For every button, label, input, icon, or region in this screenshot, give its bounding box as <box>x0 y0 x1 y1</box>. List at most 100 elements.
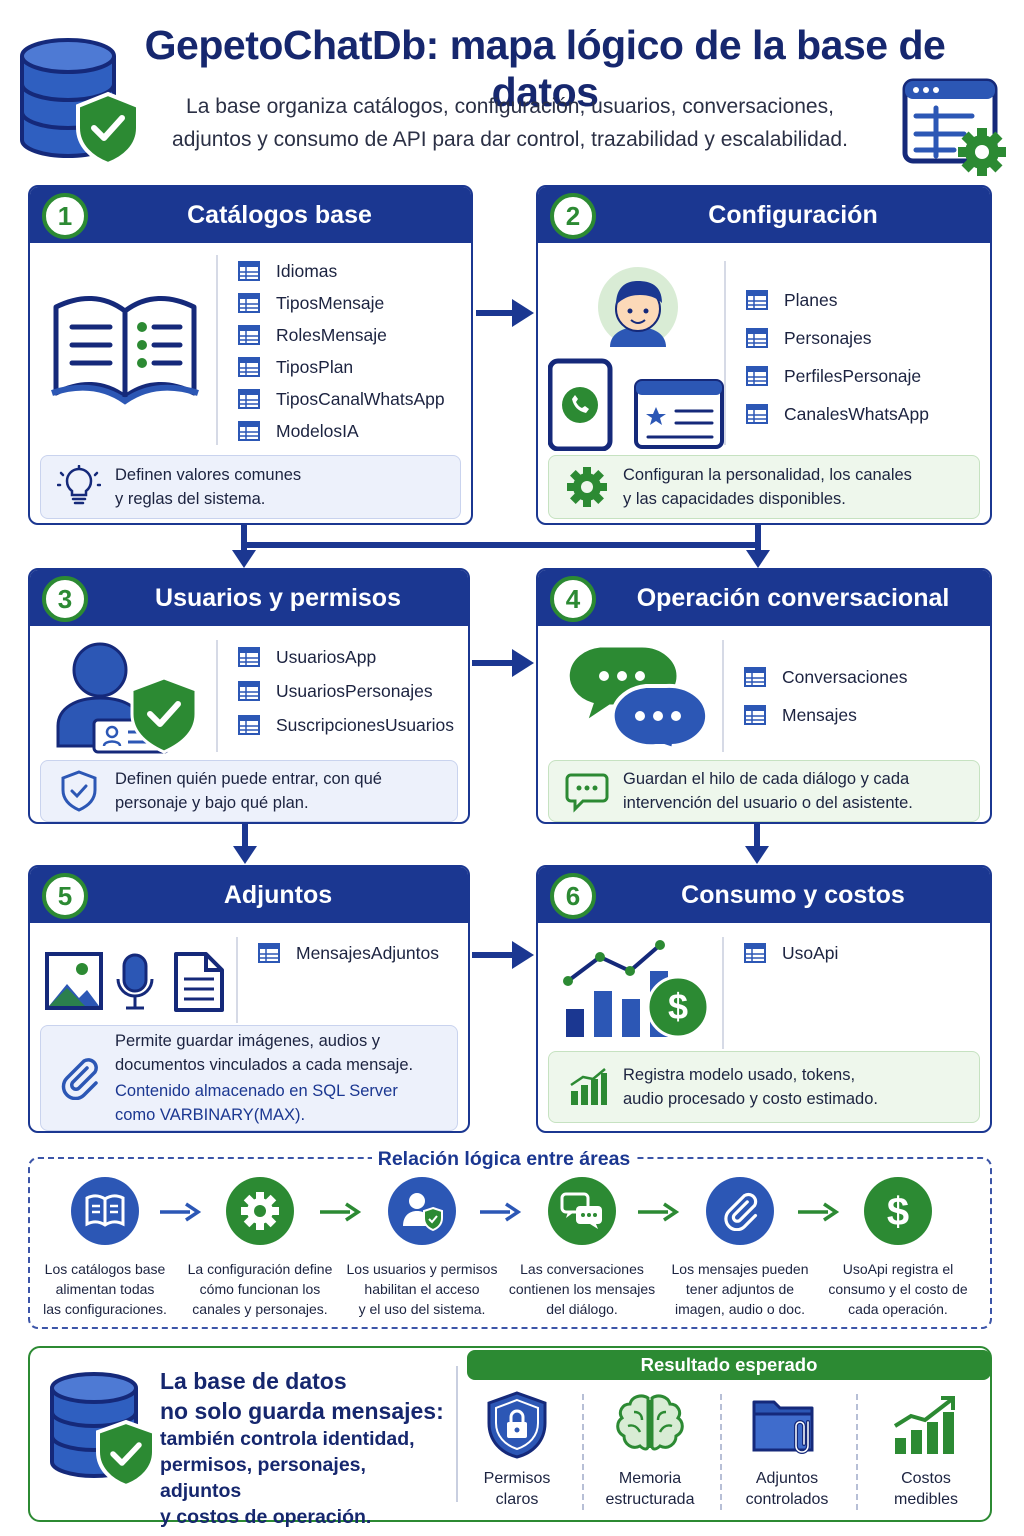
summary-text-line: y costos de operación. <box>160 1506 372 1528</box>
table-name: PerfilesPersonaje <box>784 365 922 386</box>
paperclip-icon <box>706 1177 774 1245</box>
table-icon <box>746 290 768 310</box>
section-usuarios: 3 Usuarios y permisos UsuariosApp Usuari… <box>28 568 470 824</box>
section-header: 3 Usuarios y permisos <box>30 570 468 626</box>
table-item: TiposPlan <box>238 351 445 383</box>
table-list: MensajesAdjuntos <box>236 937 439 1023</box>
chart-dollar-icon: $ <box>563 940 710 1039</box>
section-number: 3 <box>42 576 88 622</box>
table-name: UsuariosPersonajes <box>276 680 433 701</box>
section-operacion: 4 Operación conversacional Conversacione… <box>536 568 992 824</box>
note-line: audio procesado y costo estimado. <box>623 1090 878 1108</box>
table-icon <box>238 421 260 441</box>
table-list: Conversaciones Mensajes <box>722 640 907 752</box>
flow-step: La configuración define cómo funcionan lo… <box>180 1177 340 1319</box>
section-title: Usuarios y permisos <box>155 584 401 612</box>
table-item: UsoApi <box>744 937 838 969</box>
result-label: Costos <box>901 1470 951 1487</box>
section-title: Consumo y costos <box>681 881 905 909</box>
table-name: TiposMensaje <box>276 292 385 313</box>
section-header: 6 Consumo y costos <box>538 867 990 923</box>
paperclip-icon <box>61 1058 98 1100</box>
section-note: Permite guardar imágenes, audios y docume… <box>40 1025 458 1131</box>
section-number: 6 <box>550 873 596 919</box>
note-line: Permite guardar imágenes, audios y <box>115 1032 381 1050</box>
result-label: claros <box>495 1491 539 1508</box>
lock-shield-icon <box>452 1390 582 1460</box>
note-line: Guardan el hilo de cada diálogo y cada <box>623 770 910 788</box>
flow-step: Los mensajes pueden tener adjuntos de imag… <box>660 1177 820 1319</box>
svg-text:$: $ <box>668 986 688 1027</box>
table-icon <box>744 943 766 963</box>
flow-text-line: alimentan todas <box>55 1281 155 1297</box>
flow-text-line: La configuración define <box>187 1261 333 1277</box>
section-catalogos: 1 Catálogos base Idiomas TiposMensaje Ro… <box>28 185 473 525</box>
flow-text-line: y el uso del sistema. <box>358 1301 486 1317</box>
table-icon <box>746 404 768 424</box>
note-line: documentos vinculados a cada mensaje. <box>115 1056 414 1074</box>
flow-text-line: Los catálogos base <box>44 1261 166 1277</box>
table-icon <box>238 357 260 377</box>
table-name: Planes <box>784 289 838 310</box>
avatar-phone-profile-icon <box>548 267 724 451</box>
relation-title: Relación lógica entre áreas <box>372 1142 636 1176</box>
flow-text-line: Los mensajes pueden <box>671 1261 809 1277</box>
folder-paperclip-icon <box>722 1390 852 1460</box>
summary-heading-line: La base de datos <box>160 1368 347 1394</box>
table-list: Planes Personajes PerfilesPersonaje Cana… <box>724 261 929 445</box>
gear-icon <box>226 1177 294 1245</box>
note-line: personaje y bajo qué plan. <box>115 794 309 812</box>
section-number: 2 <box>550 193 596 239</box>
section-note: Registra modelo usado, tokens, audio proc… <box>548 1051 980 1123</box>
flow-text-line: contienen los mensajes <box>508 1281 656 1297</box>
table-list: Idiomas TiposMensaje RolesMensaje TiposP… <box>216 255 445 445</box>
arrow-right-icon <box>320 1202 362 1222</box>
result-divider <box>720 1394 722 1510</box>
flow-text-line: imagen, audio o doc. <box>675 1301 805 1317</box>
shield-check-icon <box>61 770 97 812</box>
table-item: Conversaciones <box>744 658 907 696</box>
flow-text-line: cada operación. <box>848 1301 948 1317</box>
section-number: 5 <box>42 873 88 919</box>
section-consumo: 6 Consumo y costos $ UsoApi Registra mod… <box>536 865 992 1133</box>
section-title: Operación conversacional <box>636 584 950 612</box>
table-icon <box>746 328 768 348</box>
table-name: MensajesAdjuntos <box>296 942 439 963</box>
section-header: 1 Catálogos base <box>30 187 471 243</box>
table-name: Mensajes <box>782 704 857 725</box>
flow-text-line: tener adjuntos de <box>685 1281 795 1297</box>
table-icon <box>238 681 260 701</box>
table-name: UsoApi <box>782 942 839 963</box>
brain-icon <box>585 1390 715 1460</box>
database-shield-icon <box>50 1372 156 1489</box>
table-item: UsuariosPersonajes <box>238 674 454 708</box>
summary-text: también controla identidad,permisos, per… <box>160 1426 450 1530</box>
flow-text-line: Las conversaciones <box>520 1261 644 1277</box>
section-title: Configuración <box>708 201 878 229</box>
flow-text-line: del diálogo. <box>546 1301 618 1317</box>
page-subtitle: La base organiza catálogos, configuració… <box>150 90 870 156</box>
dollar-icon: $ <box>864 1177 932 1245</box>
table-item: UsuariosApp <box>238 640 454 674</box>
arrow-right-icon <box>638 1202 680 1222</box>
table-icon <box>744 705 766 725</box>
note-line-accent: Contenido almacenado en SQL Server <box>115 1082 398 1100</box>
table-icon <box>238 325 260 345</box>
summary-text-line: permisos, personajes, adjuntos <box>160 1454 366 1502</box>
flow-step: Las conversaciones contienen los mensajes… <box>502 1177 662 1319</box>
note-line: Registra modelo usado, tokens, <box>623 1066 856 1084</box>
user-id-shield-icon <box>56 642 198 754</box>
table-item: TiposCanalWhatsApp <box>238 383 445 415</box>
open-book-icon <box>51 295 199 405</box>
summary-box <box>28 1346 992 1522</box>
bar-chart-icon <box>570 1068 607 1105</box>
table-name: UsuariosApp <box>276 646 377 667</box>
result-label: Memoria <box>618 1470 682 1487</box>
flow-text-line: cómo funcionan los <box>199 1281 321 1297</box>
result-label: medibles <box>893 1491 959 1508</box>
note-line: Configuran la personalidad, los canales <box>623 466 912 484</box>
